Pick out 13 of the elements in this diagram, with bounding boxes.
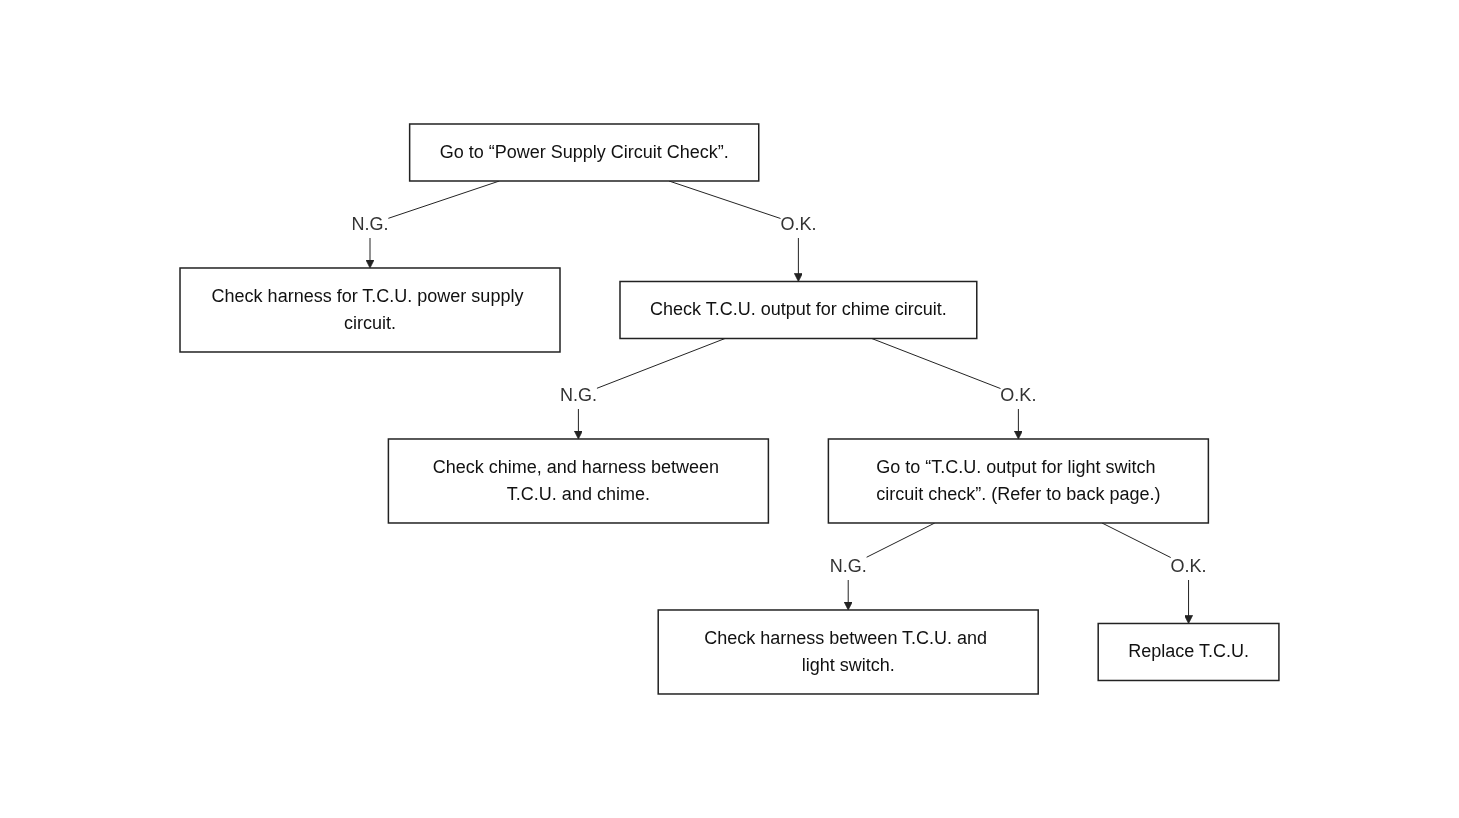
node-box: Check T.C.U. output for chime circuit. bbox=[619, 280, 978, 340]
edge-label: N.G. bbox=[351, 214, 389, 234]
node-box: Go to “Power Supply Circuit Check”. bbox=[408, 123, 760, 182]
edge-label: O.K. bbox=[1170, 555, 1207, 576]
edge-label: O.K. bbox=[780, 214, 817, 234]
edge-label: N.G. bbox=[829, 555, 867, 576]
edge-label: O.K. bbox=[1000, 384, 1037, 405]
edge-label: N.G. bbox=[559, 384, 597, 405]
node-box: Go to “T.C.U. output for light switch circuit check”. (Refer to back page.) bbox=[827, 438, 1210, 524]
node-box: Check harness for T.C.U. power supply circuit. bbox=[179, 267, 561, 353]
node-box: Replace T.C.U. bbox=[1097, 622, 1280, 682]
node-box: Check harness between T.C.U. and light switch. bbox=[657, 609, 1039, 695]
node-box: Check chime, and harness between T.C.U. and chime. bbox=[387, 438, 770, 524]
